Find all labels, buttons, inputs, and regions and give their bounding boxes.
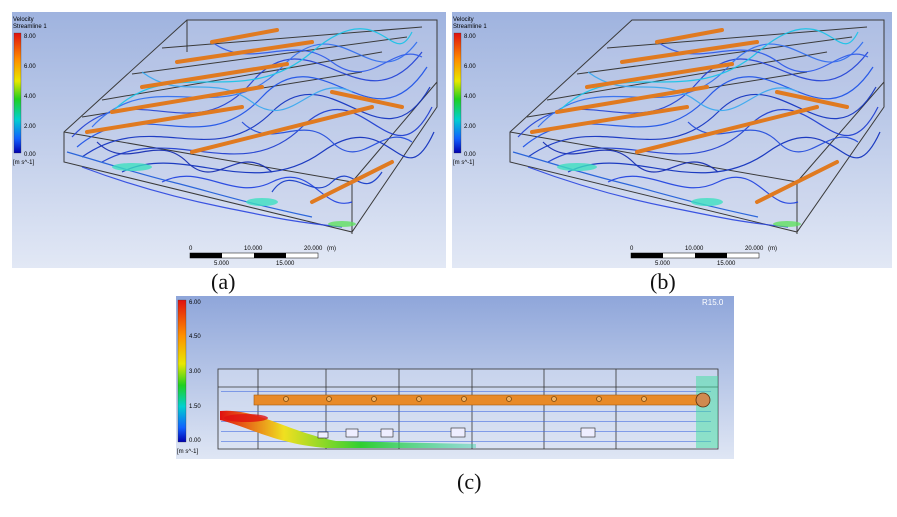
legend-tick: 2.00 — [464, 124, 476, 130]
legend-tick: 0.00 — [464, 152, 476, 158]
svg-text:5.000: 5.000 — [214, 261, 230, 267]
svg-text:Streamline 1: Streamline 1 — [453, 24, 487, 30]
svg-text:(m): (m) — [768, 246, 777, 252]
building-wireframe — [509, 19, 885, 234]
legend-tick: 2.00 — [24, 124, 36, 130]
legend-unit: [m s^-1] — [453, 160, 474, 166]
legend-tick: 8.00 — [464, 34, 476, 40]
panel-a-render: Velocity Streamline 1 8.00 6.00 4.00 2.0… — [12, 12, 446, 268]
legend-tick: 6.00 — [464, 64, 476, 70]
outlet-region — [696, 376, 718, 448]
legend-tick: 4.00 — [24, 94, 36, 100]
caption-c: (c) — [457, 469, 482, 494]
inlet-jets — [112, 163, 356, 227]
velocity-legend: 6.00 4.50 3.00 1.50 0.00 [m s^-1] — [177, 299, 201, 455]
inlet-jets — [557, 163, 801, 227]
ducts — [85, 28, 404, 204]
legend-unit: [m s^-1] — [177, 449, 198, 455]
panel-c-render: 6.00 4.50 3.00 1.50 0.00 [m s^-1] R15.0 — [176, 296, 734, 459]
caption-a: (a) — [211, 269, 236, 294]
velocity-vectors — [221, 391, 711, 442]
legend-tick: 1.50 — [189, 404, 201, 410]
legend-unit: [m s^-1] — [13, 160, 34, 166]
svg-text:Velocity: Velocity — [453, 17, 474, 23]
velocity-legend: Velocity Streamline 1 8.00 6.00 4.00 2.0… — [453, 17, 487, 166]
panel-a-image: Velocity Streamline 1 8.00 6.00 4.00 2.0… — [12, 12, 446, 268]
legend-tick: 4.00 — [464, 94, 476, 100]
panel-c-image: 6.00 4.50 3.00 1.50 0.00 [m s^-1] R15.0 — [176, 296, 734, 459]
panel-b-image: Velocity Streamline 1 8.00 6.00 4.00 2.0… — [452, 12, 892, 268]
panel-b-render: Velocity Streamline 1 8.00 6.00 4.00 2.0… — [452, 12, 892, 268]
svg-text:15.000: 15.000 — [276, 261, 295, 267]
svg-text:Velocity: Velocity — [13, 17, 34, 23]
duct — [253, 392, 711, 408]
inlet-jet — [220, 410, 476, 448]
legend-tick: 0.00 — [189, 438, 201, 444]
legend-tick: 3.00 — [189, 369, 201, 375]
svg-text:Streamline 1: Streamline 1 — [13, 24, 47, 30]
svg-text:5.000: 5.000 — [655, 261, 671, 267]
svg-text:20.000: 20.000 — [745, 246, 764, 252]
equipment — [317, 427, 596, 439]
legend-tick: 4.50 — [189, 334, 201, 340]
svg-text:10.000: 10.000 — [244, 246, 263, 252]
legend-tick: 8.00 — [24, 34, 36, 40]
svg-text:0: 0 — [630, 246, 634, 252]
version-label: R15.0 — [702, 298, 724, 307]
velocity-legend: Velocity Streamline 1 8.00 6.00 4.00 2.0… — [13, 17, 47, 166]
scale-bar: 0 10.000 20.000 (m) 5.000 15.000 — [189, 246, 336, 267]
svg-text:0: 0 — [189, 246, 193, 252]
ducts — [530, 28, 849, 204]
legend-tick: 6.00 — [24, 64, 36, 70]
svg-text:20.000: 20.000 — [304, 246, 323, 252]
legend-tick: 6.00 — [189, 300, 201, 306]
svg-text:(m): (m) — [327, 246, 336, 252]
caption-b: (b) — [650, 269, 676, 294]
svg-text:15.000: 15.000 — [717, 261, 736, 267]
legend-tick: 0.00 — [24, 152, 36, 158]
scale-bar: 0 10.000 20.000 (m) 5.000 15.000 — [630, 246, 777, 267]
svg-text:10.000: 10.000 — [685, 246, 704, 252]
